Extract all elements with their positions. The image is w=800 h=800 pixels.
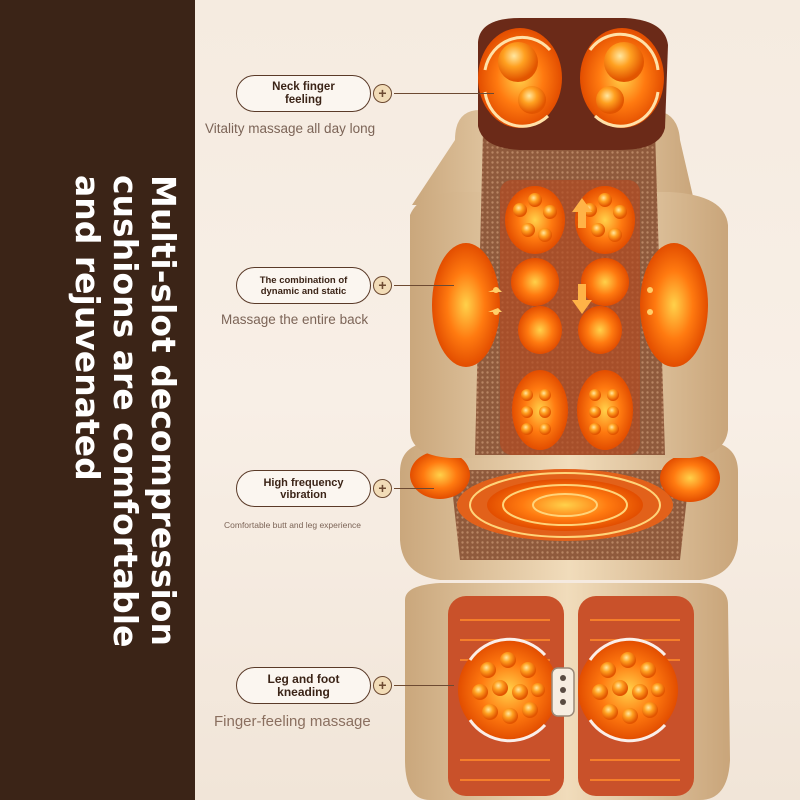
up-arrow-icon <box>572 198 592 228</box>
rotation-arrow-icon <box>468 637 667 743</box>
backrest <box>410 110 728 458</box>
plus-icon: + <box>373 84 392 103</box>
left-title-panel <box>0 0 195 800</box>
callout-subtitle-neck: Vitality massage all day long <box>205 121 376 136</box>
leader-line <box>394 684 454 687</box>
plus-icon: + <box>373 479 392 498</box>
leader-line <box>394 284 454 287</box>
seat-cushion <box>400 442 738 580</box>
callout-subtitle-back: Massage the entire back <box>221 312 369 327</box>
heat-wave-icon <box>488 287 653 315</box>
neck-massager <box>478 18 668 150</box>
plus-icon: + <box>373 676 392 695</box>
plus-icon: + <box>373 276 392 295</box>
leader-line <box>394 487 434 490</box>
down-arrow-icon <box>572 284 592 314</box>
leader-line <box>394 92 494 95</box>
callout-subtitle-seat: Comfortable butt and leg experience <box>224 520 362 530</box>
callout-subtitle-leg: Finger-feeling massage <box>214 713 371 730</box>
leg-rest <box>405 583 730 800</box>
